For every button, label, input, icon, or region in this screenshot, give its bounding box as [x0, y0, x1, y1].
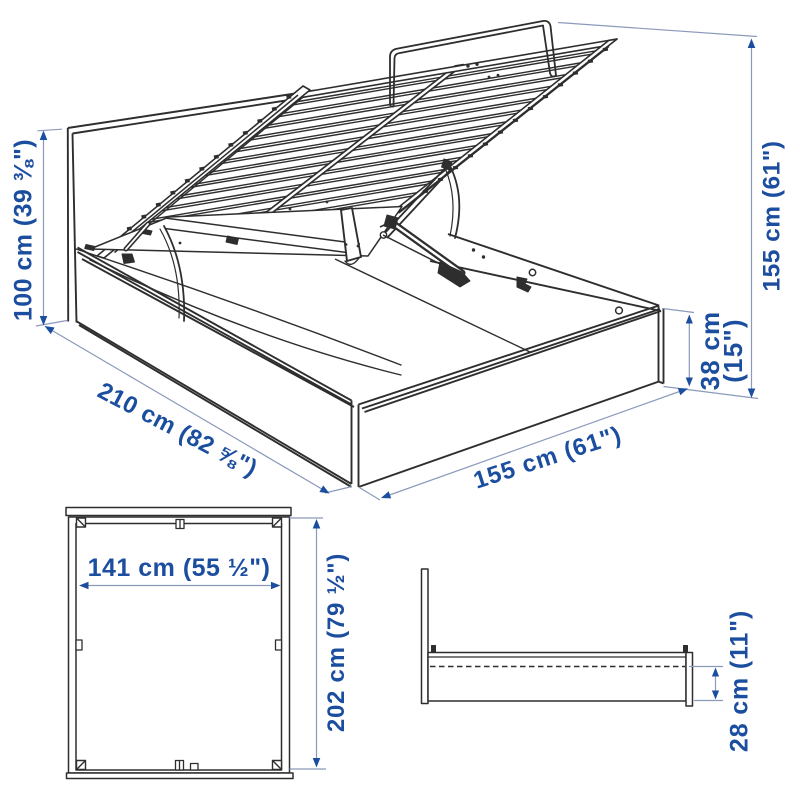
svg-text:(15"): (15") [718, 318, 748, 383]
svg-text:141 cm (55 ½"): 141 cm (55 ½") [88, 554, 271, 582]
svg-text:28 cm (11"): 28 cm (11") [726, 610, 754, 752]
svg-text:38 cm: 38 cm [695, 311, 725, 391]
svg-text:100 cm (39 ⅜"): 100 cm (39 ⅜") [10, 139, 38, 321]
svg-text:155 cm (61"): 155 cm (61") [759, 140, 786, 291]
svg-text:202 cm (79 ½"): 202 cm (79 ½") [323, 553, 350, 732]
